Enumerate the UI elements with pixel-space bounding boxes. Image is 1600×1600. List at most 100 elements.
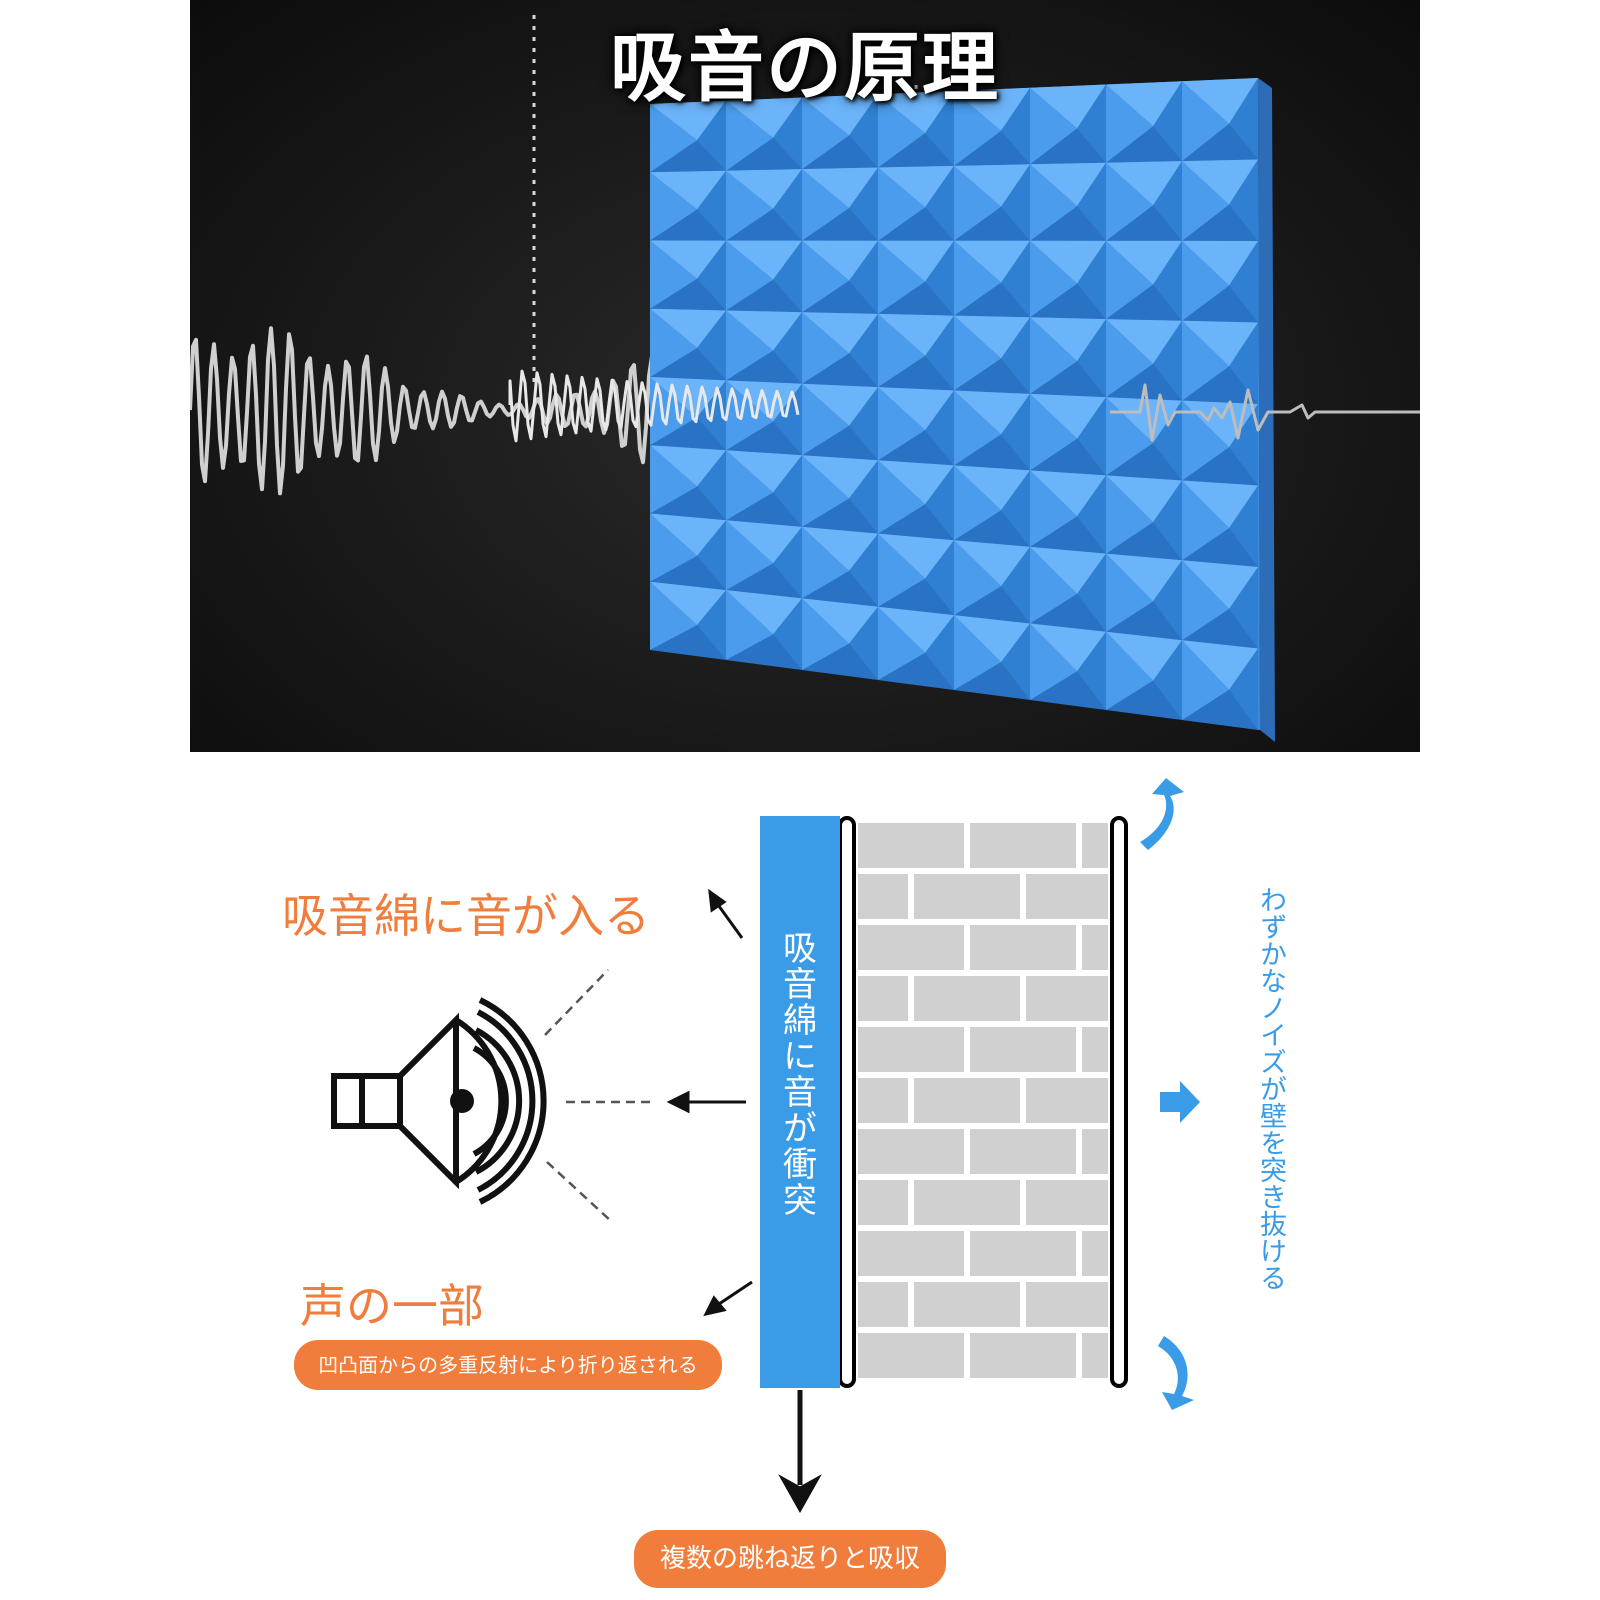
brick: [914, 1282, 1020, 1327]
foam-pyramid-face: [1030, 240, 1106, 284]
foam-pyramid-face: [849, 387, 878, 461]
foam-pyramid-face: [650, 513, 698, 582]
foam-pyramid-face: [878, 207, 954, 241]
foam-pyramid-face: [954, 434, 1030, 471]
foam-pyramid-face: [1182, 123, 1258, 162]
brick: [1082, 1129, 1108, 1174]
foam-pyramid-face: [849, 460, 878, 534]
foam-pyramid-face: [650, 555, 726, 591]
foam-pyramid-face: [1106, 397, 1154, 476]
foam-pyramid-face: [650, 140, 726, 173]
foam-pyramid-face: [878, 460, 954, 505]
brick: [1026, 1282, 1108, 1327]
foam-pyramid-face: [1182, 560, 1230, 641]
brick: [1026, 1078, 1108, 1123]
brick: [1082, 823, 1108, 868]
brick: [1026, 874, 1108, 919]
foam-pyramid-face: [1030, 470, 1078, 547]
foam-pyramid-face: [1182, 480, 1258, 529]
foam-pyramid-face: [878, 240, 926, 314]
foam-pyramid-face: [802, 240, 850, 313]
foam-pyramid-face: [1077, 553, 1106, 632]
foam-pyramid-face: [697, 170, 726, 241]
acoustic-foam-photo-panel: 吸音の原理: [190, 0, 1420, 752]
foam-pyramid-face: [878, 133, 954, 168]
foam-pyramid-face: [1153, 560, 1182, 641]
foam-pyramid-face: [1001, 87, 1030, 165]
foam-pyramid-face: [802, 455, 878, 499]
foam-pyramid-face: [1229, 404, 1258, 486]
foam-pyramid-face: [878, 504, 954, 541]
foam-pyramid-face: [1030, 438, 1106, 476]
foam-pyramid-face: [1182, 640, 1258, 690]
foam-pyramid-face: [954, 315, 1030, 359]
foam-pyramid-face: [1182, 447, 1258, 486]
foam-pyramid-face: [1106, 522, 1182, 561]
foam-pyramid-face: [954, 87, 1030, 131]
foam-pyramid-face: [726, 450, 802, 493]
foam-block: [760, 816, 840, 1388]
foam-pyramid-face: [878, 533, 926, 607]
foam-pyramid-face: [650, 486, 726, 521]
foam-pyramid-face: [726, 350, 802, 384]
foam-pyramid-face: [650, 170, 726, 210]
foam-pyramid-face: [1182, 320, 1258, 367]
foam-pyramid-face: [650, 377, 698, 446]
foam-pyramid-face: [697, 310, 726, 381]
foam-pyramid-face: [726, 563, 802, 599]
foam-pyramid-face: [1001, 623, 1030, 700]
foam-pyramid-face: [1030, 84, 1106, 129]
foam-pyramid-face: [726, 97, 802, 138]
foam-pyramid-face: [1001, 240, 1030, 318]
foam-pyramid-face: [802, 97, 850, 170]
foam-pyramid-face: [878, 606, 926, 680]
foam-pyramid-face: [650, 240, 698, 309]
foam-pyramid-face: [1229, 485, 1258, 567]
blue-noise-arrows: [1140, 778, 1200, 1410]
foam-pyramid-face: [1030, 128, 1106, 165]
foam-pyramid-face: [773, 455, 802, 527]
brick: [858, 874, 908, 919]
foam-pyramid-face: [802, 353, 878, 388]
foam-pyramid-face: [650, 240, 726, 279]
foam-pyramid-face: [1077, 240, 1106, 320]
part-of-voice-label: 声の一部: [300, 1279, 484, 1333]
foam-pyramid-face: [954, 615, 1030, 662]
foam-pyramid-face: [878, 281, 954, 316]
foam-pyramid-face: [1030, 317, 1078, 394]
foam-pyramid-face: [954, 615, 1002, 690]
speaker-icon: [331, 997, 547, 1205]
foam-pyramid-face: [1106, 162, 1154, 241]
foam-pyramid-face: [1077, 475, 1106, 554]
photo-illustration: [190, 15, 1420, 742]
foam-pyramid-face: [802, 425, 878, 461]
foam-pyramid-face: [726, 208, 802, 241]
foam-pyramid-face: [1106, 161, 1182, 206]
foam-pyramid-face: [1153, 320, 1182, 401]
foam-pyramid-face: [802, 455, 850, 527]
foam-pyramid-face: [1030, 623, 1106, 672]
foam-pyramid-face: [650, 278, 726, 311]
foam-pyramid-face: [1153, 400, 1182, 481]
foam-pyramid-face: [1106, 475, 1182, 523]
foam-pyramid-face: [1182, 400, 1230, 481]
foam-pyramid-face: [650, 581, 726, 625]
foam-pyramid-face: [849, 167, 878, 241]
foam-pyramid-face: [1106, 631, 1182, 681]
foam-pyramid-face: [650, 417, 726, 451]
foam-pyramid-face: [925, 615, 954, 690]
foam-pyramid-face: [954, 315, 1002, 391]
foam-pyramid-face: [802, 598, 850, 670]
foam-pyramid-face: [1229, 322, 1258, 404]
foam-pyramid-face: [1001, 164, 1030, 241]
brick: [970, 925, 1076, 970]
foam-pyramid-face: [1030, 240, 1078, 318]
foam-pyramid-face: [726, 170, 774, 241]
foam-pyramid-face: [1182, 240, 1258, 286]
foam-pyramid-face: [1153, 480, 1182, 561]
foam-pyramid-face: [1182, 480, 1230, 561]
foam-pyramid-face: [1106, 81, 1182, 127]
foam-pyramid-face: [650, 377, 726, 418]
brick: [914, 874, 1020, 919]
foam-pyramid-face: [849, 240, 878, 314]
